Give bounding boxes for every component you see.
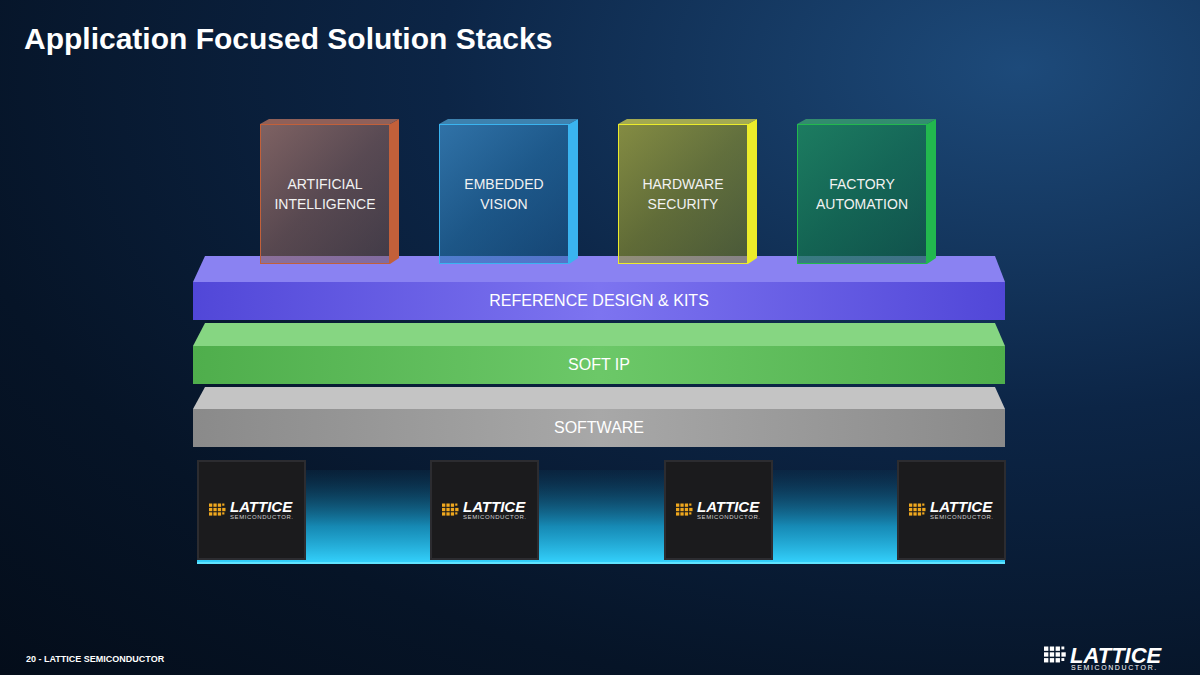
- logo-name: LATTICE: [930, 499, 992, 514]
- logo-name: LATTICE: [463, 499, 525, 514]
- fpga-chip: LATTICESEMICONDUCTOR.: [897, 460, 1006, 560]
- logo-icon-holder: [1044, 646, 1067, 669]
- slab-front: [193, 282, 1005, 320]
- glow-edge: [197, 562, 1005, 564]
- node-label: EMBEDDED VISION: [440, 174, 568, 214]
- logo-name: LATTICE: [230, 499, 292, 514]
- slab-front: [193, 409, 1005, 447]
- logo-name: LATTICE: [1070, 645, 1161, 667]
- application-box: FACTORY AUTOMATION: [797, 124, 927, 264]
- chip-glow: [197, 470, 1005, 564]
- application-box: EMBEDDED VISION: [439, 124, 569, 264]
- logo-icon: [909, 503, 927, 517]
- fpga-chip: LATTICESEMICONDUCTOR.: [197, 460, 306, 560]
- logo-icon: [209, 503, 227, 517]
- box-sides: [260, 119, 936, 264]
- title: Application Focused Solution Stacks: [24, 22, 552, 56]
- logo-icon: [442, 503, 460, 517]
- node-label: REFERENCE DESIGN & KITS: [489, 292, 709, 310]
- slab-top: [193, 387, 1005, 409]
- stack-layer: REFERENCE DESIGN & KITS: [193, 282, 1005, 320]
- logo-subname: SEMICONDUCTOR.: [463, 514, 527, 521]
- application-box: HARDWARE SECURITY: [618, 124, 748, 264]
- stack-layer: SOFTWARE: [193, 409, 1005, 447]
- node-label: HARDWARE SECURITY: [619, 174, 747, 214]
- logo-subname: SEMICONDUCTOR.: [1071, 664, 1158, 671]
- node-label: ARTIFICIAL INTELLIGENCE: [261, 174, 389, 214]
- node-label: SOFT IP: [568, 356, 630, 374]
- logo-icon: [676, 503, 694, 517]
- stack-layer: SOFT IP: [193, 346, 1005, 384]
- node-label: FACTORY AUTOMATION: [798, 174, 926, 214]
- logo-name: LATTICE: [697, 499, 759, 514]
- fpga-chip: LATTICESEMICONDUCTOR.: [664, 460, 773, 560]
- node-label: SOFTWARE: [554, 419, 644, 437]
- logo-subname: SEMICONDUCTOR.: [697, 514, 761, 521]
- logo-icon: [1044, 646, 1067, 665]
- fpga-chip: LATTICESEMICONDUCTOR.: [430, 460, 539, 560]
- logo-subname: SEMICONDUCTOR.: [230, 514, 294, 521]
- slab-front: [193, 346, 1005, 384]
- logo-subname: SEMICONDUCTOR.: [930, 514, 994, 521]
- slab-top: [193, 323, 1005, 346]
- footer-text: 20 - LATTICE SEMICONDUCTOR: [26, 655, 164, 664]
- application-box: ARTIFICIAL INTELLIGENCE: [260, 124, 390, 264]
